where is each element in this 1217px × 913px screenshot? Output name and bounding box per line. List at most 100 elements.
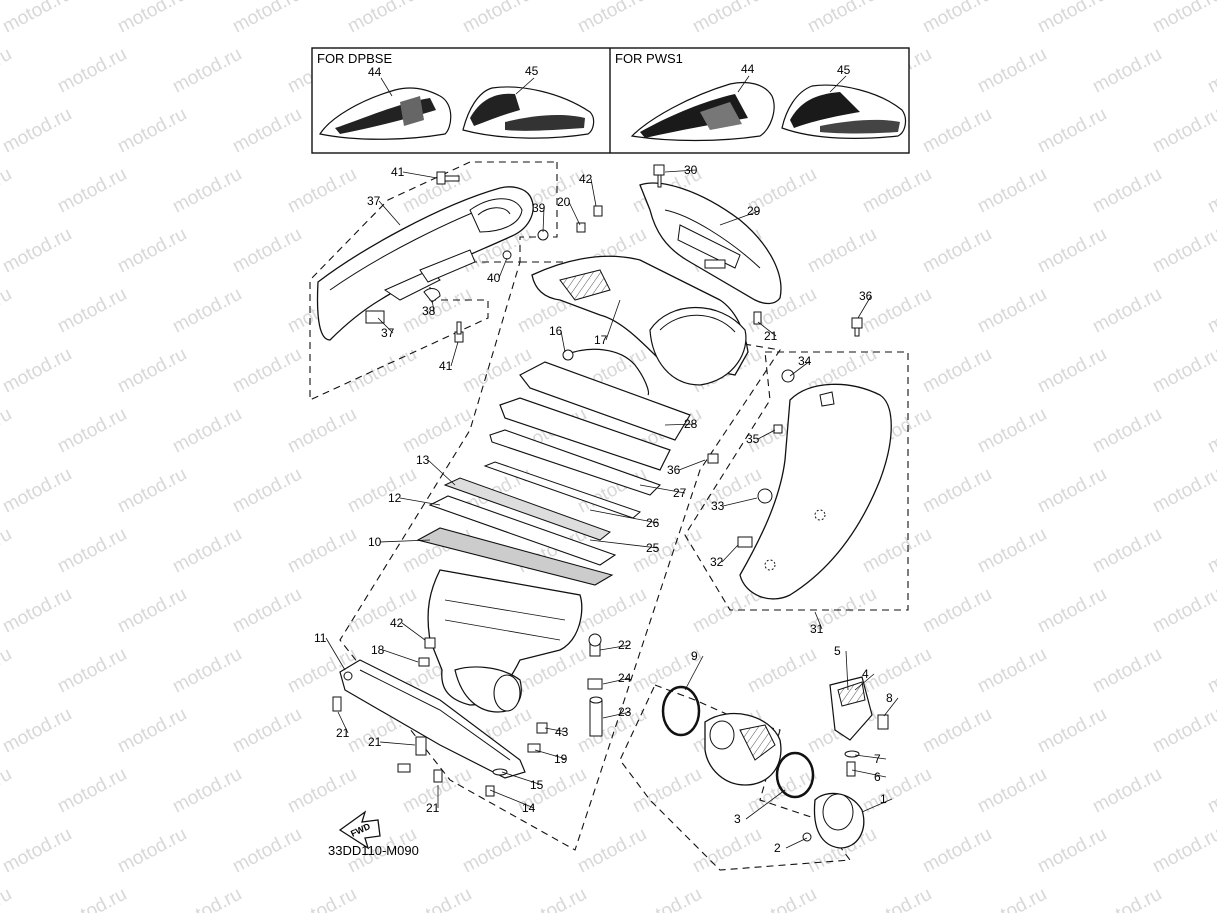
- part-18-spacer: [418, 657, 430, 667]
- inset-right-label-44: 44: [741, 62, 755, 76]
- inset-left-label-45: 45: [525, 64, 539, 78]
- callout-12: 12: [388, 491, 402, 505]
- part-25-hose: [589, 696, 603, 737]
- callout-35: 35: [746, 432, 760, 446]
- part-36-grommet: [781, 369, 795, 383]
- part-8-bolt: [877, 714, 889, 730]
- leader-line: [489, 789, 535, 809]
- leader-line: [639, 484, 686, 494]
- callout-42: 42: [579, 172, 593, 186]
- part-33-panel: [739, 383, 892, 600]
- leader-line: [719, 210, 760, 226]
- callout-14: 14: [522, 801, 536, 815]
- callout-37: 37: [381, 326, 395, 340]
- leader-line: [814, 611, 823, 630]
- callout-6: 6: [874, 770, 881, 784]
- leader-line: [722, 497, 758, 507]
- callout-labels: 1234567891011121314151617181920212121212…: [314, 163, 893, 855]
- callout-34: 34: [798, 354, 812, 368]
- leader-line: [721, 544, 739, 563]
- callout-15: 15: [530, 778, 544, 792]
- inset-right-label-45: 45: [837, 63, 851, 77]
- leader-line: [745, 789, 786, 820]
- callout-21: 21: [426, 801, 440, 815]
- airbox-body: [427, 569, 583, 713]
- part-5-bracket: [837, 681, 866, 707]
- callout-17: 17: [594, 333, 608, 347]
- part-29-element: [489, 429, 662, 496]
- leader-line: [602, 711, 631, 719]
- part-38-cover: [316, 171, 549, 343]
- callout-33: 33: [711, 499, 725, 513]
- part-6-sensor: [846, 761, 856, 777]
- callout-11: 11: [314, 631, 327, 645]
- part-37-bolt-mid: [707, 453, 719, 464]
- leader-line: [602, 677, 631, 685]
- callout-21: 21: [336, 726, 350, 740]
- part-14-bolt: [485, 785, 495, 797]
- callout-3: 3: [734, 812, 741, 826]
- leader-lines: [325, 169, 899, 849]
- callout-5: 5: [834, 644, 841, 658]
- callout-41: 41: [391, 165, 405, 179]
- callout-18: 18: [371, 643, 385, 657]
- fwd-arrow-icon: FWD: [338, 810, 381, 850]
- leader-line: [560, 330, 566, 353]
- inset-left-title: FOR DPBSE: [317, 51, 392, 66]
- part-13-plate: [443, 477, 612, 541]
- leader-line: [589, 509, 659, 524]
- callout-21: 21: [764, 329, 778, 343]
- leader-line: [431, 299, 435, 312]
- leader-line: [605, 299, 621, 341]
- part-43-bolt-top: [593, 205, 603, 217]
- part-37-bolt-right: [851, 317, 863, 337]
- inset-right-title: FOR PWS1: [615, 51, 683, 66]
- part-3-clamp: [775, 751, 815, 799]
- leader-line: [534, 749, 567, 760]
- leader-line: [785, 837, 808, 849]
- leader-line: [325, 637, 346, 671]
- part-11-tray: [339, 659, 526, 779]
- part-10-plate: [416, 527, 614, 586]
- filter-stack: [416, 348, 691, 586]
- callout-2: 2: [774, 841, 781, 855]
- leader-line: [599, 644, 631, 651]
- leader-line: [402, 171, 438, 179]
- leader-line: [590, 178, 597, 207]
- part-43-bolt-mid: [424, 637, 436, 649]
- part-42-bolt-top: [436, 171, 460, 185]
- leader-line: [851, 769, 887, 778]
- callout-32: 32: [710, 555, 724, 569]
- callout-36: 36: [859, 289, 873, 303]
- part-34-clip: [737, 536, 753, 548]
- callout-27: 27: [673, 486, 687, 500]
- callout-7: 7: [874, 752, 881, 766]
- leader-line: [861, 798, 893, 813]
- callout-28: 28: [684, 417, 698, 431]
- leader-line: [684, 655, 704, 691]
- callout-39: 39: [532, 201, 546, 215]
- callout-19: 19: [554, 752, 568, 766]
- callout-23: 23: [618, 705, 632, 719]
- group-33-outline: [684, 351, 909, 611]
- callout-29: 29: [747, 204, 761, 218]
- part-20-bolt: [576, 222, 586, 233]
- callout-1: 1: [880, 792, 887, 806]
- callout-43: 43: [555, 725, 569, 739]
- part-12-gasket: [428, 495, 617, 566]
- callout-22: 22: [618, 638, 632, 652]
- callout-20: 20: [557, 195, 571, 209]
- diagram-code: 33DD110-M090: [328, 843, 419, 858]
- leader-line: [337, 711, 349, 734]
- leader-line: [568, 201, 581, 226]
- leader-line: [378, 200, 401, 226]
- part-21-screw-low-left: [332, 696, 342, 712]
- callout-40: 40: [487, 271, 501, 285]
- leader-line: [854, 673, 875, 691]
- leader-line: [544, 727, 568, 733]
- callout-25: 25: [646, 541, 660, 555]
- leader-line: [542, 207, 545, 233]
- callout-16: 16: [549, 324, 563, 338]
- leader-line: [450, 341, 459, 367]
